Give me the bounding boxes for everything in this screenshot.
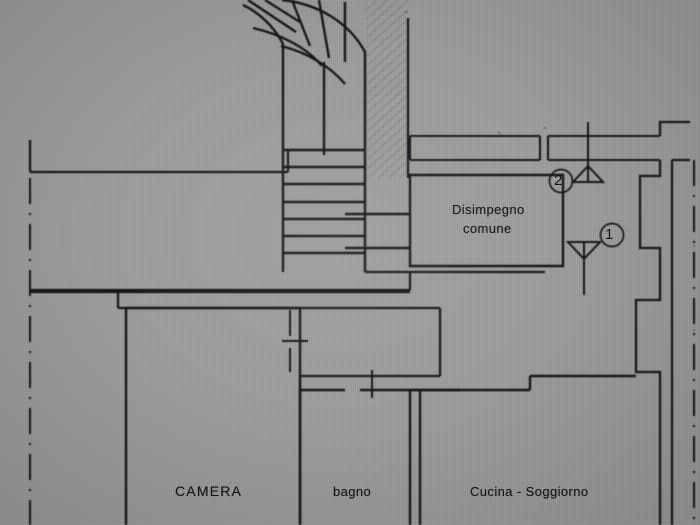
room-disimpegno	[345, 173, 565, 268]
room-cucina-soggiorno	[418, 374, 636, 525]
hatched-wall-band	[366, 0, 408, 178]
staircase	[242, 0, 367, 272]
marker-2-number: 2	[554, 172, 563, 189]
marker-1-circle	[599, 222, 625, 248]
mid-horizontal-wall	[30, 290, 410, 310]
left-corridor-walls	[28, 140, 545, 292]
upper-wall-band	[408, 134, 660, 162]
room-label-cucina-soggiorno: Cucina - Soggiorno	[470, 484, 589, 499]
marker-1-number: 1	[605, 226, 614, 243]
room-label-disimpegno-line1: Disimpegno	[452, 202, 525, 217]
marker-2-symbol	[570, 122, 606, 183]
room-label-camera: CAMERA	[175, 483, 243, 499]
right-outer-wall	[634, 120, 690, 525]
room-label-disimpegno-line2: comune	[463, 221, 512, 236]
ink-speckles	[30, 10, 695, 383]
marker-1-symbol	[565, 241, 603, 295]
room-bagno	[298, 388, 460, 525]
camera-door-opening	[282, 310, 308, 372]
room-label-bagno: bagno	[333, 484, 372, 499]
marker-2-circle	[548, 168, 574, 194]
right-inner-wall	[670, 158, 690, 525]
vestibule-walls	[298, 306, 442, 390]
